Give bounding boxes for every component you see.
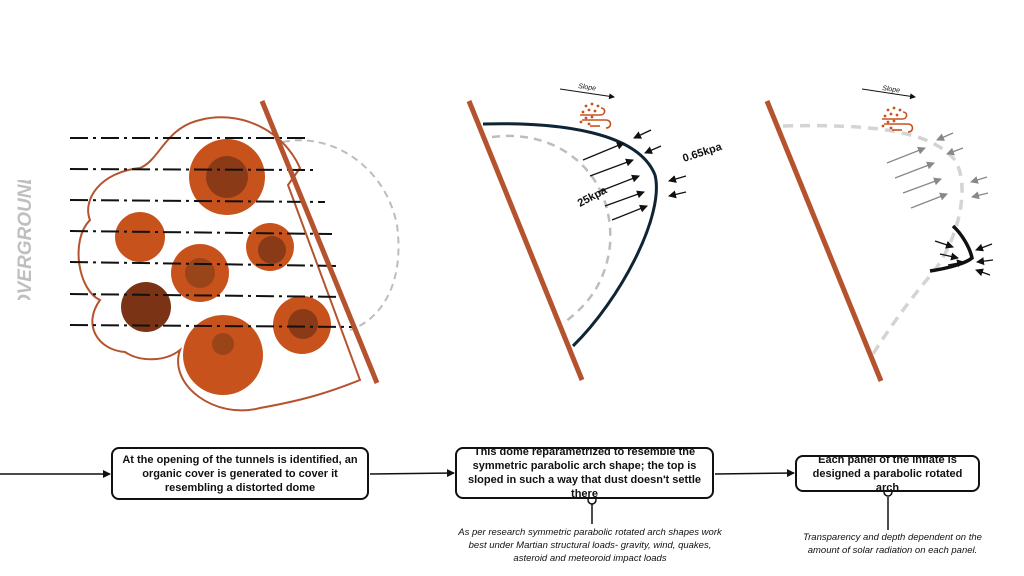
pressure-arrow <box>975 268 991 277</box>
step-1-box: At the opening of the tunnels is identif… <box>111 447 369 500</box>
dome-dashed <box>782 123 964 355</box>
process-flow <box>0 469 889 530</box>
tunnel-opening-core <box>212 333 234 355</box>
pressure-arrow <box>936 132 954 141</box>
pressure-arrow <box>644 145 662 154</box>
flow-arrow <box>369 469 455 478</box>
slope-label: Slope <box>578 83 597 92</box>
panel-arch <box>929 224 974 273</box>
pressure-arrow <box>589 158 634 177</box>
pressure-arrow <box>975 243 993 252</box>
pressure-arrow <box>894 161 935 179</box>
tunnel-line <box>69 261 341 267</box>
pressure-arrow <box>668 175 687 183</box>
pressure-arrow <box>633 129 652 139</box>
tunnel-line <box>69 230 333 235</box>
dome-outline-dashed <box>282 139 400 331</box>
pressure-label-outer: 0.65kpa <box>681 141 724 165</box>
inner-pressure-arrows <box>582 141 648 221</box>
step-3-text: Each panel of the inflate is designed a … <box>812 453 963 494</box>
pressure-label-inner: 25kpa <box>576 184 610 210</box>
tunnel-opening-core <box>258 236 286 264</box>
tunnel-opening-core <box>206 156 248 198</box>
tunnel-opening-core <box>185 258 215 288</box>
tunnel-line <box>69 324 355 328</box>
slope-line <box>259 100 380 384</box>
pressure-arrow <box>902 177 942 194</box>
side-label-text: OVERGROUND <box>15 180 36 300</box>
pressure-arrow <box>939 252 959 261</box>
pressure-arrow <box>611 204 648 221</box>
step-2-note: As per research symmetric parabolic rota… <box>458 527 722 564</box>
panel-2-parabolic-arch: Slope 0.65kpa 25kpa <box>466 83 724 381</box>
slope-arrow <box>559 88 615 100</box>
pressure-arrow <box>886 146 926 164</box>
step-2-text: This dome reparametrized to resemble the… <box>467 446 702 500</box>
inner-arch-dashed <box>491 134 612 323</box>
pressure-arrow <box>976 257 994 266</box>
pressure-arrow <box>934 240 954 249</box>
step-2-box: This dome reparametrized to resemble the… <box>455 446 714 500</box>
panel-3-panel-arch: Slope <box>764 85 994 382</box>
pressure-arrow <box>970 176 988 184</box>
tunnel-opening <box>121 282 171 332</box>
panel-pressure-arrows <box>934 240 994 277</box>
tunnel-line <box>69 293 348 298</box>
tunnel-opening-core <box>288 309 318 339</box>
flow-arrow <box>714 469 795 478</box>
pressure-arrow <box>947 259 965 268</box>
slope-arrow <box>861 88 916 100</box>
gray-pressure-arrows <box>886 132 989 209</box>
step-1-text: At the opening of the tunnels is identif… <box>122 453 358 494</box>
tunnel-line <box>69 168 319 171</box>
pressure-arrow <box>668 190 687 199</box>
tunnel-line <box>69 199 326 203</box>
pressure-arrow <box>582 141 625 161</box>
panel-1-organic-cover <box>69 100 400 412</box>
step-3-note: Transparency and depth dependent on the … <box>803 532 982 556</box>
slope-line <box>764 100 884 382</box>
step-3-box: Each panel of the inflate is designed a … <box>795 453 980 494</box>
slope-label: Slope <box>882 85 901 94</box>
parabolic-arch <box>482 122 658 348</box>
dust-icon <box>881 106 914 133</box>
side-label: OVERGROUND <box>15 180 36 300</box>
pressure-arrow <box>910 192 948 209</box>
tunnel-openings <box>115 139 331 395</box>
tunnel-opening <box>115 212 165 262</box>
pressure-arrow <box>971 191 989 200</box>
dust-icon <box>579 102 612 129</box>
tunnel-lines <box>69 137 355 328</box>
pressure-arrow <box>946 147 964 156</box>
pressure-arrow <box>604 190 645 207</box>
pressure-arrow <box>597 174 640 193</box>
slope-line <box>466 100 585 381</box>
outer-pressure-arrows <box>633 129 687 199</box>
